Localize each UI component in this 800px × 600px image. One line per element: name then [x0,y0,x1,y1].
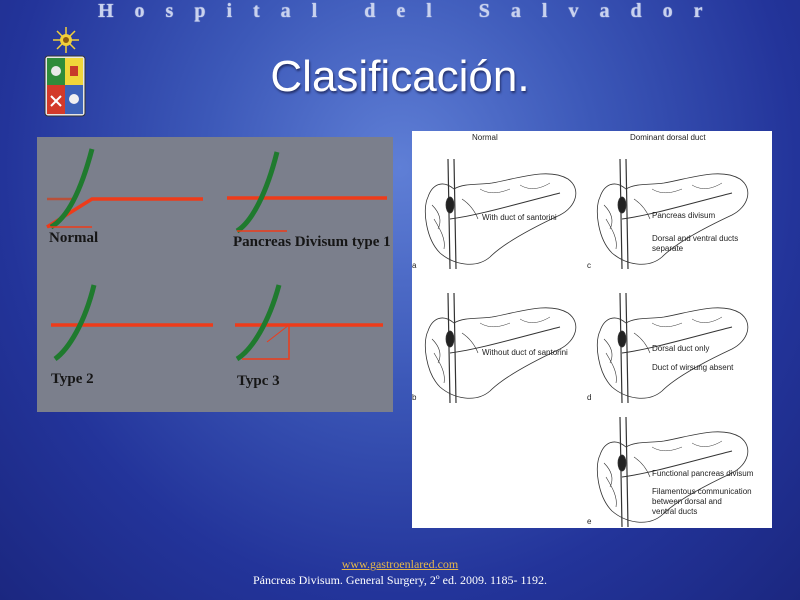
caption-d2: Duct of wirsung absent [652,363,734,372]
caption-c2b: separate [652,244,684,253]
type3-diagram [235,284,383,362]
caption-a: With duct of santorini [482,213,557,222]
panel-letter-e: e [587,517,592,526]
citation-text: Páncreas Divisum. General Surgery, 2º ed… [252,573,548,587]
caption-d1: Dorsal duct only [652,344,710,353]
slide-footer: www.gastroenlared.com Páncreas Divisum. … [0,557,800,588]
caption-c1: Pancreas divisum [652,211,716,220]
panel-letter-a: a [412,261,417,270]
type1-diagram [227,151,387,234]
label-normal: Normal [49,230,99,246]
schematic-ducts-drawing [46,148,387,362]
caption-e2b: between dorsal and [652,497,722,506]
hospital-crest-logo [44,27,86,117]
label-type2: Type 2 [51,371,94,387]
anatomical-figure: Normal Dominant dorsal duct With duct of… [412,131,772,528]
panel-letter-b: b [412,393,417,402]
source-link[interactable]: www.gastroenlared.com [341,557,459,571]
caption-e1: Functional pancreas divisum [652,469,754,478]
normal-diagram [46,148,203,230]
caption-e2c: ventral ducts [652,507,698,516]
header-normal: Normal [472,133,498,142]
label-type1: Pancreas Divisum type 1 [233,234,391,250]
label-type3: Typc 3 [237,373,280,389]
institution-name: Hospital del Salvador [98,0,724,22]
slide-title: Clasificación. [270,52,530,101]
schematic-figure: Normal Pancreas Divisum type 1 Type 2 Ty… [37,137,393,412]
caption-e2a: Filamentous communication [652,487,752,496]
caption-b: Without duct of santorini [482,348,568,357]
panel-letter-d: d [587,393,592,402]
type2-diagram [51,284,213,362]
slide-header: Hospital del Salvador [0,0,800,22]
caption-c2a: Dorsal and ventral ducts [652,234,739,243]
header-dominant-dorsal: Dominant dorsal duct [630,133,706,142]
panel-letter-c: c [587,261,591,270]
